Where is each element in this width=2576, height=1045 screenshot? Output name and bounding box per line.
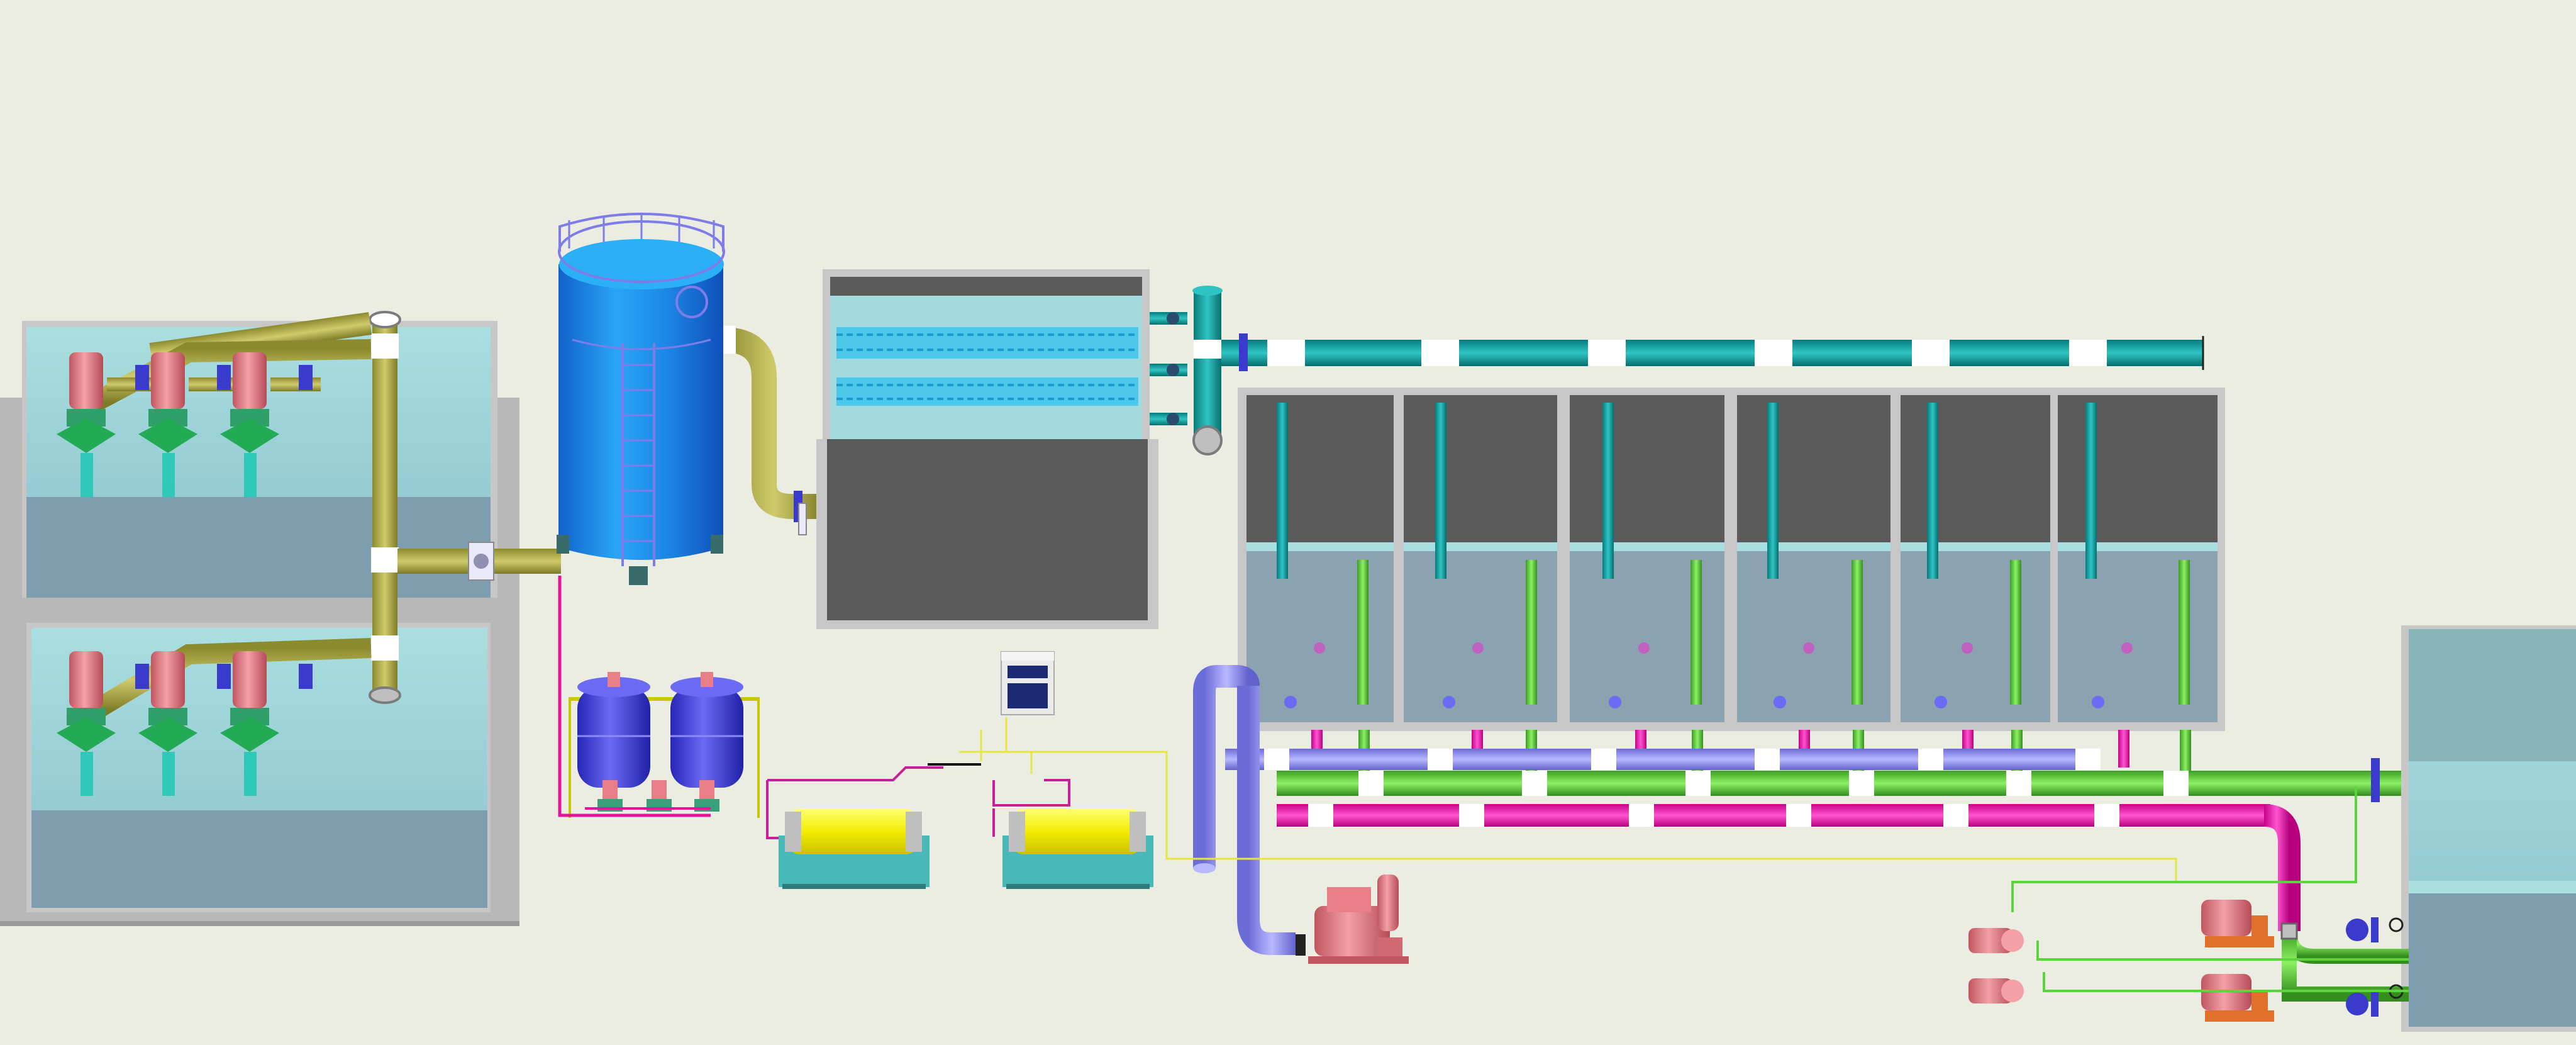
- sludge-skid-1: [779, 809, 930, 889]
- intake-pump-3: [220, 352, 321, 497]
- storage-tank: [557, 213, 725, 585]
- dosing-pumps: [597, 780, 719, 812]
- dosing-skid: [558, 576, 760, 818]
- sludge-skid-2: [1002, 809, 1153, 889]
- intake-pumps-upper: [57, 312, 372, 497]
- clarifier: [816, 269, 1158, 629]
- aux-pumps: [1968, 786, 2409, 1003]
- control-cabinet: [1001, 651, 1055, 715]
- drain-riser: [1193, 665, 1296, 955]
- backwash-pump-1: [2201, 900, 2404, 947]
- distribution-header: [1221, 333, 2204, 371]
- tank-outlet-pipe: [723, 326, 824, 535]
- filter-cell-6: [2058, 395, 2218, 722]
- backwash-pump-station: [2201, 900, 2409, 1022]
- chemical-lines: [766, 717, 2177, 881]
- filter-cell-5: [1901, 395, 2050, 722]
- dosing-tank-1: [577, 672, 650, 788]
- clarifier-media: [836, 327, 1138, 406]
- dosing-tank-2: [670, 672, 743, 788]
- air-blower: [1296, 875, 1409, 964]
- aux-pump-1: [1968, 928, 2024, 953]
- intake-pump-4: [57, 651, 116, 796]
- intake-pump-6: [220, 651, 279, 796]
- filter-cell-1: [1246, 395, 1394, 722]
- intake-basin: [0, 321, 519, 926]
- intake-pump-5: [138, 651, 197, 796]
- filter-bank: [1238, 388, 2225, 731]
- clearwell: [2401, 625, 2576, 1032]
- intake-pumps-lower: [57, 638, 372, 796]
- drain-header: [1225, 749, 2101, 770]
- backwash-pump-2: [2201, 974, 2404, 1022]
- aux-pump-2: [1968, 978, 2024, 1003]
- filter-cell-2: [1404, 395, 1557, 722]
- filter-cell-4: [1737, 395, 1890, 722]
- filter-cell-3: [1570, 395, 1724, 722]
- backwash-air-header: [1277, 804, 2301, 931]
- intake-header-pipe: [369, 311, 561, 704]
- tank-ladder: [621, 343, 655, 566]
- clarifier-outlet-manifold: [1150, 286, 1223, 455]
